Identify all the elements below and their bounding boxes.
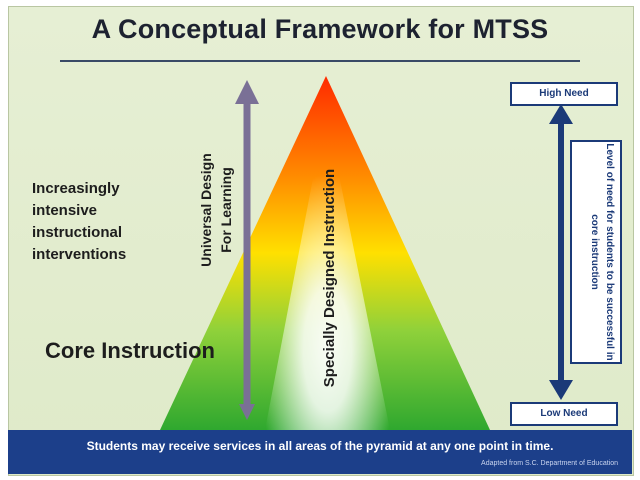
pyramid-center-glow xyxy=(265,110,390,430)
need-level-text: Level of need for students to be success… xyxy=(589,143,615,361)
udl-label: Universal Design For Learning xyxy=(198,153,234,267)
high-need-box: High Need xyxy=(510,82,618,106)
low-need-box: Low Need xyxy=(510,402,618,426)
title-divider xyxy=(60,60,580,62)
footer-credit: Adapted from S.C. Department of Educatio… xyxy=(481,460,618,467)
footer-text: Students may receive services in all are… xyxy=(86,439,554,453)
need-level-arrow xyxy=(549,104,573,400)
page-title: A Conceptual Framework for MTSS xyxy=(91,14,549,44)
interventions-label: Increasingly intensive instructional int… xyxy=(32,180,127,263)
need-level-note: Level of need for students to be success… xyxy=(570,140,622,364)
core-instruction-label: Core Instruction xyxy=(45,338,215,363)
udl-arrow xyxy=(235,80,259,420)
footer-banner: Students may receive services in all are… xyxy=(8,430,632,474)
sdi-label: Specially Designed Instruction xyxy=(321,168,338,388)
